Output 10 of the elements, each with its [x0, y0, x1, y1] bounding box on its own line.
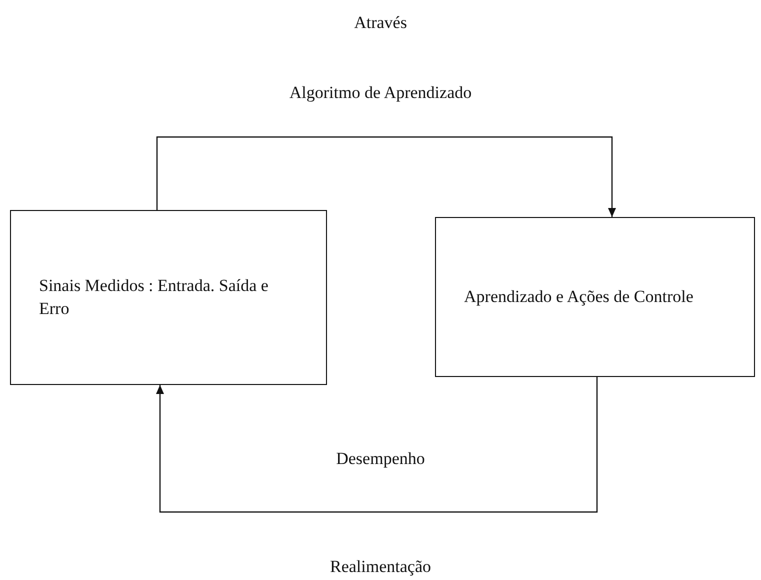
- diagram-label: Através: [353, 12, 408, 34]
- arrow: [156, 136, 616, 217]
- diagram-label: Realimentação: [328, 556, 432, 578]
- arrow: [156, 377, 598, 513]
- diagram-label: Desempenho: [335, 448, 426, 470]
- box-text: Aprendizado e Ações de Controle: [464, 286, 694, 308]
- process-box: [10, 210, 327, 385]
- diagram-label: Algoritmo de Aprendizado: [288, 82, 473, 104]
- process-box: [435, 217, 755, 377]
- box-text: Sinais Medidos : Entrada. Saída e Erro: [39, 275, 270, 320]
